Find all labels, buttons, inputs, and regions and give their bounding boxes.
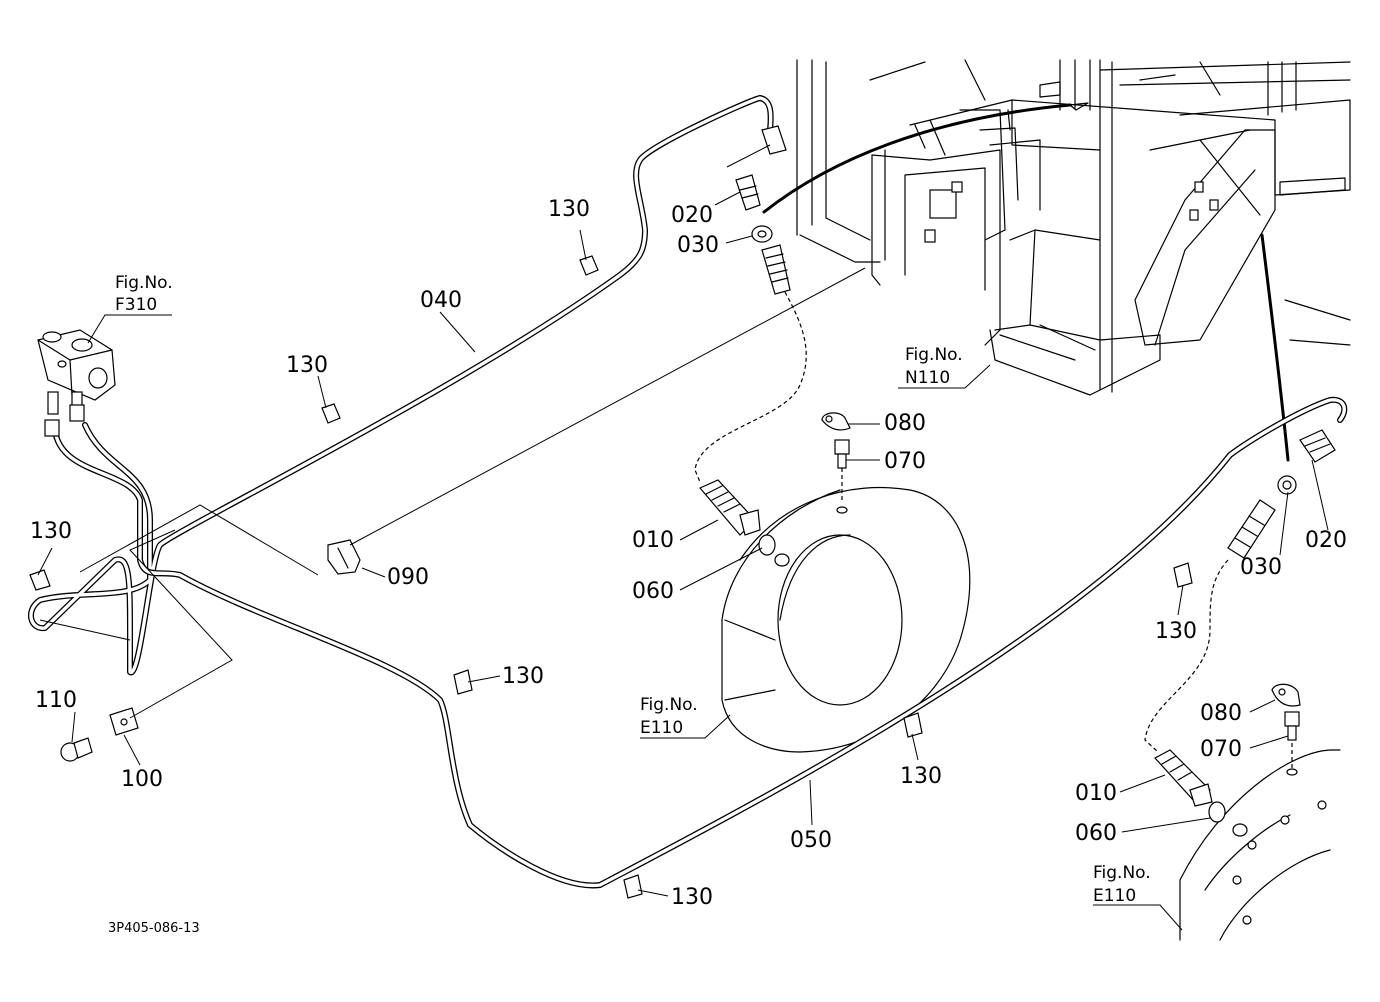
- callout-130: 130: [286, 353, 328, 378]
- bolt-110: [60, 737, 93, 762]
- fig-ref-f310-line2: F310: [115, 295, 157, 315]
- callout-110: 110: [35, 688, 77, 713]
- hose-end-010-right: [1154, 749, 1213, 807]
- fig-ref-e110-left-line1: Fig.No.: [640, 695, 698, 715]
- drawing-code: 3P405-086-13: [108, 921, 200, 936]
- fig-ref-n110-line2: N110: [905, 368, 950, 388]
- callout-020: 020: [671, 203, 713, 228]
- callouts: 130 020 030 040 130 130 090 130 110 100 …: [30, 197, 1347, 910]
- chassis-frame: [796, 59, 1351, 396]
- hose-end-right-middle: [1227, 499, 1276, 559]
- washer-030-left: [751, 225, 773, 243]
- bracket-100: [109, 707, 139, 736]
- banjo-bolt-060-right: [1208, 801, 1248, 837]
- callout-130: 130: [1155, 619, 1197, 644]
- hose-dash-left: [694, 291, 807, 483]
- fig-ref-f310: Fig.No. F310: [115, 273, 173, 315]
- callout-010: 010: [632, 528, 674, 553]
- fig-ref-e110-right: Fig.No. E110: [1093, 863, 1151, 906]
- callout-080: 080: [884, 411, 926, 436]
- fig-ref-f310-line1: Fig.No.: [115, 273, 173, 293]
- callout-010: 010: [1075, 781, 1117, 806]
- callout-130: 130: [548, 197, 590, 222]
- frame-hole: [924, 229, 936, 243]
- tire-right: [1179, 749, 1341, 941]
- tire-left: [721, 487, 971, 753]
- callout-030: 030: [1240, 555, 1282, 580]
- hose-right-bracket: [1260, 233, 1290, 462]
- callout-060: 060: [632, 579, 674, 604]
- callout-130: 130: [671, 885, 713, 910]
- banjo-bolt-060-left: [758, 534, 790, 567]
- frame-hole: [929, 189, 957, 219]
- hose-dash-right: [1144, 559, 1229, 753]
- brake-pipe-040: [28, 95, 774, 676]
- fitting-nut: [44, 419, 60, 437]
- fig-ref-e110-left: Fig.No. E110: [640, 695, 698, 738]
- callout-130: 130: [502, 664, 544, 689]
- fig-ref-e110-right-line2: E110: [1093, 886, 1136, 906]
- callout-020: 020: [1305, 528, 1347, 553]
- pipe-clip-130: [29, 255, 1193, 899]
- fig-ref-e110-left-line2: E110: [640, 718, 683, 738]
- brake-pipe-050: [52, 396, 1348, 889]
- callout-130: 130: [900, 764, 942, 789]
- brake-valve-block: [37, 329, 116, 437]
- bleeder-080-070-left: [821, 412, 851, 469]
- fitting-nut: [69, 404, 85, 422]
- callout-130: 130: [30, 519, 72, 544]
- washer-030-right: [1277, 475, 1297, 495]
- hose-end-upper-left: [761, 244, 791, 295]
- callout-080: 080: [1200, 701, 1242, 726]
- fig-ref-n110-line1: Fig.No.: [905, 345, 963, 365]
- fig-ref-n110: Fig.No. N110: [905, 345, 963, 388]
- hose-end-010-left: [699, 479, 761, 536]
- callout-070: 070: [884, 449, 926, 474]
- pipe-end-fitting-040: [761, 125, 787, 155]
- callout-060: 060: [1075, 821, 1117, 846]
- callout-030: 030: [677, 233, 719, 258]
- clamp-090: [327, 539, 361, 575]
- callout-090: 090: [387, 565, 429, 590]
- frame-hole: [951, 181, 963, 193]
- hose-fitting-020-left: [735, 174, 761, 211]
- callout-100: 100: [121, 767, 163, 792]
- bleeder-080-070-right: [1271, 683, 1301, 741]
- hose-end-020-right: [1299, 429, 1336, 463]
- callout-040: 040: [420, 288, 462, 313]
- callout-050: 050: [790, 828, 832, 853]
- fig-ref-e110-right-line1: Fig.No.: [1093, 863, 1151, 883]
- callout-070: 070: [1200, 737, 1242, 762]
- hose-left-bracket: [762, 103, 1072, 214]
- leader-lines: [37, 144, 1329, 931]
